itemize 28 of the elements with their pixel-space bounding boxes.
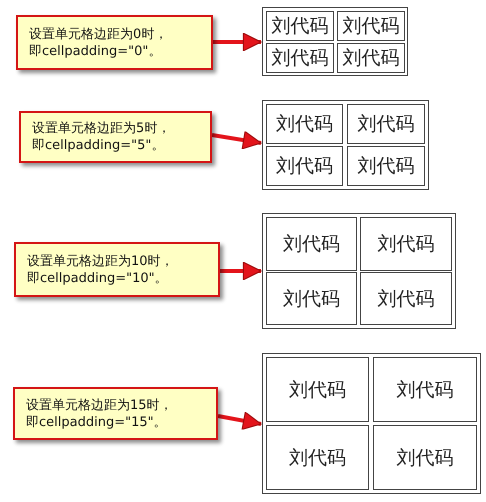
table-cell: 刘代码 [337,43,405,73]
callout-box: 设置单元格边距为5时，即cellpadding="5"。 [19,111,212,163]
table-cell: 刘代码 [373,425,477,490]
table [262,100,429,190]
arrow [220,262,262,280]
arrow [213,32,262,52]
table-cell: 刘代码 [266,146,343,186]
table-cell: 刘代码 [266,357,369,422]
table-cell: 刘代码 [360,217,452,271]
table [262,353,481,494]
table-cell: 刘代码 [266,272,357,325]
table-cell: 刘代码 [266,425,369,490]
table-cell: 刘代码 [266,11,334,41]
table-cell: 刘代码 [266,104,343,144]
table-cell: 刘代码 [347,146,425,186]
table-cell: 刘代码 [266,217,357,271]
callout-box: 设置单元格边距为10时，即cellpadding="10"。 [14,242,220,297]
callout-box: 设置单元格边距为0时，即cellpadding="0"。 [16,15,213,70]
table [262,7,408,76]
table-cell: 刘代码 [360,272,452,325]
arrow [218,412,262,430]
table-cell: 刘代码 [266,43,334,73]
arrow [212,130,262,150]
table [262,213,456,329]
table-cell: 刘代码 [337,11,405,41]
table-cell: 刘代码 [373,357,477,422]
callout-box: 设置单元格边距为15时，即cellpadding="15"。 [13,387,218,440]
table-cell: 刘代码 [347,104,425,144]
